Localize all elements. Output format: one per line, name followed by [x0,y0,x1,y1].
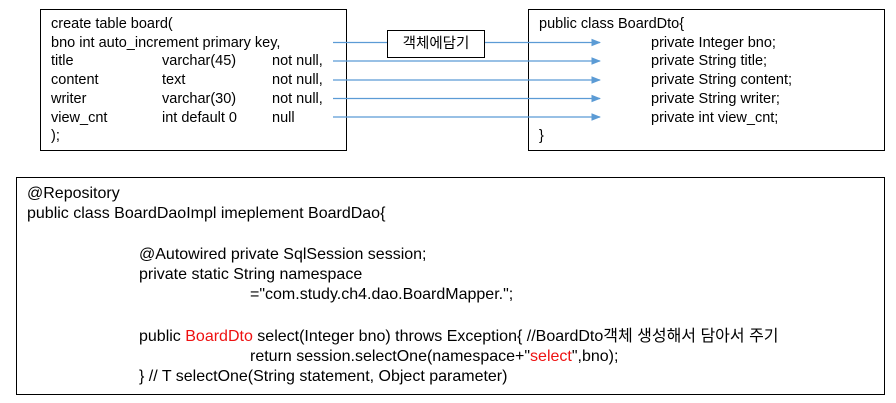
class-declaration: public class BoardDaoImpl imeplement Boa… [27,205,386,222]
method-return-type: BoardDto [185,328,253,345]
return-highlight: select [530,348,572,365]
sql-col-type: varchar(45) [162,53,237,70]
sql-col-name: writer [51,90,87,107]
sql-col-type: int default 0 [162,109,237,126]
sql-col-type: text [162,72,186,89]
dto-field: private int view_cnt; [651,109,779,126]
dto-field: private String title; [651,53,768,70]
return-prefix: return session.selectOne(namespace+" [250,348,531,365]
namespace-declaration: private static String namespace [139,266,363,283]
autowired-field: @Autowired private SqlSession session; [139,246,427,263]
sql-col-name: view_cnt [51,109,108,126]
sql-close: ); [51,128,60,145]
sql-col-constraint: not null, [272,53,323,70]
sql-line-bno: bno int auto_increment primary key, [51,34,281,51]
dto-field: private String writer; [651,90,780,107]
method-close-comment: } // T selectOne(String statement, Objec… [139,368,508,385]
sql-col-constraint: not null, [272,90,323,107]
dao-impl-code-box [16,177,885,395]
sql-col-type: varchar(30) [162,90,237,107]
return-suffix: ",bno); [571,348,619,365]
namespace-value: ="com.study.ch4.dao.BoardMapper."; [250,286,514,303]
sql-create-table-box [40,9,347,151]
arrow-label-box: 객체에담기 [387,30,485,58]
method-prefix: public [139,328,186,345]
sql-col-constraint: null [272,109,295,126]
return-statement: return session.selectOne(namespace+"sele… [250,347,618,367]
dto-class-declaration: public class BoardDto{ [539,16,685,32]
dto-close: } [539,128,544,145]
dto-field: private Integer bno; [651,34,776,51]
repository-annotation: @Repository [27,185,120,202]
sql-col-name: title [51,53,74,70]
sql-col-constraint: not null, [272,72,323,89]
select-method-signature: public BoardDto select(Integer bno) thro… [139,327,779,347]
sql-line-create-table: create table board( [51,16,173,32]
method-suffix: select(Integer bno) throws Exception{ //… [252,328,779,345]
sql-col-name: content [51,72,99,89]
dto-field: private String content; [651,72,793,89]
